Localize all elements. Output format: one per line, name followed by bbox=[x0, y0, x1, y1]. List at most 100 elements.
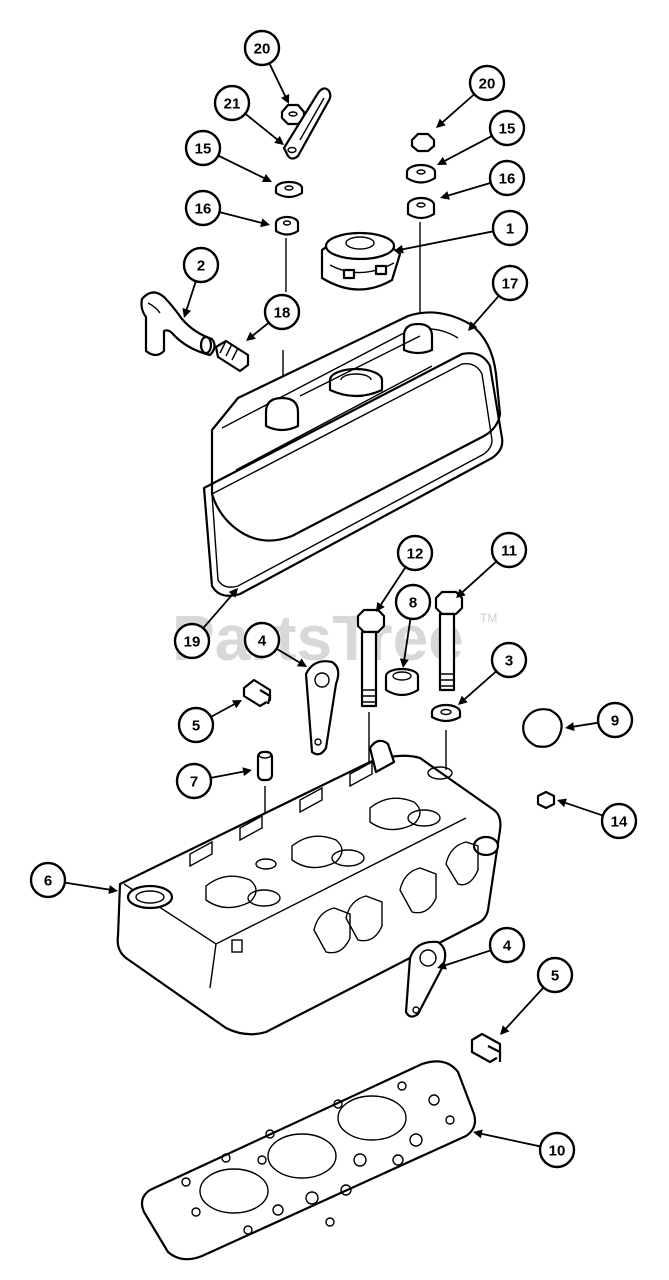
washer-16-right bbox=[406, 196, 436, 220]
callout-bubble-c17 bbox=[491, 264, 529, 302]
callout-label-c15b: 15 bbox=[499, 121, 516, 138]
callout-arrowhead-c4b bbox=[437, 960, 447, 970]
callout-bubble-c4b bbox=[488, 926, 526, 964]
callout-label-c16b: 16 bbox=[499, 171, 516, 188]
callout-label-c15a: 15 bbox=[195, 141, 212, 158]
callout-arrowhead-c20b bbox=[436, 118, 446, 128]
washer-3 bbox=[430, 703, 462, 723]
oil-cap-1 bbox=[320, 231, 402, 291]
callout-arrowhead-c1 bbox=[394, 244, 404, 254]
callout-bubble-c9 bbox=[596, 701, 634, 739]
callout-bubble-c7 bbox=[175, 762, 213, 800]
callout-arrowhead-c5a bbox=[231, 700, 242, 709]
callout-leader-c20a bbox=[268, 62, 288, 99]
callout-label-c2: 2 bbox=[197, 258, 205, 275]
lift-bracket-4-lower bbox=[404, 940, 447, 1018]
callout-label-c3: 3 bbox=[505, 653, 513, 670]
plug-14 bbox=[536, 790, 556, 810]
callout-leader-c4b bbox=[442, 949, 492, 967]
callout-label-c1: 1 bbox=[506, 221, 514, 238]
callout-label-c18: 18 bbox=[274, 305, 291, 322]
callout-bubble-c2 bbox=[182, 246, 220, 284]
plug-5-upper bbox=[242, 678, 272, 708]
callout-leader-c7 bbox=[210, 770, 247, 779]
callout-leader-c16a bbox=[219, 211, 265, 225]
head-gasket-10 bbox=[140, 1060, 477, 1261]
callout-leader-c21 bbox=[244, 112, 280, 142]
callout-label-c4b: 4 bbox=[503, 938, 512, 955]
callout-bubble-c16b bbox=[488, 159, 526, 197]
lift-bracket-4-upper bbox=[304, 660, 340, 756]
callout-leader-c2 bbox=[184, 280, 197, 313]
callout-bubble-c16a bbox=[184, 189, 222, 227]
pin-7 bbox=[256, 750, 274, 782]
callout-arrowhead-c16b bbox=[440, 191, 450, 200]
callout-leader-c6 bbox=[64, 881, 113, 891]
callout-leader-c18 bbox=[250, 321, 270, 338]
callout-bubble-c10 bbox=[538, 1131, 576, 1169]
callout-leader-c15a bbox=[217, 154, 268, 181]
callout-bubble-c6 bbox=[29, 861, 67, 899]
callout-bubble-c5b bbox=[536, 956, 574, 994]
callout-label-c8: 8 bbox=[409, 595, 417, 612]
callout-leader-c10 bbox=[478, 1132, 541, 1148]
bracket-21 bbox=[282, 87, 332, 160]
callout-leader-c15b bbox=[441, 135, 493, 163]
callout-label-c21: 21 bbox=[224, 96, 241, 113]
callout-arrowhead-c5b bbox=[500, 1025, 510, 1035]
callout-leader-c3 bbox=[461, 670, 497, 702]
callout-arrowhead-c15a bbox=[261, 173, 272, 183]
callout-leader-c8 bbox=[403, 618, 412, 663]
callout-bubble-c4a bbox=[243, 621, 281, 659]
callout-leader-c5a bbox=[210, 702, 238, 718]
callout-label-c10: 10 bbox=[549, 1143, 566, 1160]
watermark-tm: TM bbox=[480, 611, 497, 625]
callout-bubble-c8 bbox=[394, 583, 432, 621]
callout-label-c20b: 20 bbox=[479, 76, 496, 93]
callout-label-c19: 19 bbox=[184, 634, 201, 651]
callout-label-c4a: 4 bbox=[258, 633, 267, 650]
callout-bubble-c5a bbox=[177, 706, 215, 744]
callout-leader-c1 bbox=[399, 230, 494, 251]
callout-arrowhead-c9 bbox=[565, 722, 575, 732]
callout-arrowhead-c14 bbox=[557, 798, 567, 808]
callout-bubble-c15a bbox=[184, 129, 222, 167]
cover-gasket-19 bbox=[202, 352, 504, 597]
callout-bubble-c20b bbox=[468, 64, 506, 102]
callout-arrowhead-c21 bbox=[274, 135, 284, 145]
callout-bubble-c19 bbox=[173, 622, 211, 660]
bolt-11 bbox=[434, 590, 464, 692]
callout-label-c5b: 5 bbox=[551, 968, 559, 985]
callout-bubble-c12 bbox=[396, 534, 434, 572]
callout-label-c17: 17 bbox=[502, 276, 519, 293]
callout-label-c11: 11 bbox=[501, 543, 517, 560]
callout-label-c16a: 16 bbox=[195, 201, 212, 218]
callout-label-c14: 14 bbox=[611, 814, 628, 831]
callout-leader-c19 bbox=[202, 591, 235, 629]
callout-arrowhead-c4a bbox=[296, 658, 307, 667]
callout-arrowhead-c18 bbox=[246, 331, 256, 341]
callout-leader-c20b bbox=[439, 93, 475, 125]
callout-bubble-c18 bbox=[263, 293, 301, 331]
callout-arrowhead-c17 bbox=[468, 321, 478, 331]
cylinder-head-6 bbox=[116, 739, 502, 1036]
callout-arrowhead-c6 bbox=[108, 885, 118, 895]
breather-hose-2 bbox=[140, 291, 216, 357]
collar-8 bbox=[384, 667, 420, 697]
callout-leader-c9 bbox=[570, 721, 599, 728]
callout-leader-c17 bbox=[471, 295, 500, 328]
callout-bubble-c20a bbox=[243, 29, 281, 67]
callout-label-c12: 12 bbox=[407, 546, 424, 563]
callout-arrowhead-c19 bbox=[228, 588, 238, 598]
callout-bubble-c21 bbox=[213, 84, 251, 122]
callout-label-c5a: 5 bbox=[192, 718, 200, 735]
grommet-15-left bbox=[274, 180, 304, 199]
nut-20-right bbox=[410, 132, 436, 153]
callout-leader-c4a bbox=[276, 647, 303, 665]
washer-16-left bbox=[274, 215, 300, 236]
callout-arrowhead-c16a bbox=[260, 218, 270, 228]
callout-leader-c11 bbox=[459, 560, 498, 595]
callout-arrowhead-c8 bbox=[399, 658, 409, 668]
callout-label-c6: 6 bbox=[44, 873, 52, 890]
